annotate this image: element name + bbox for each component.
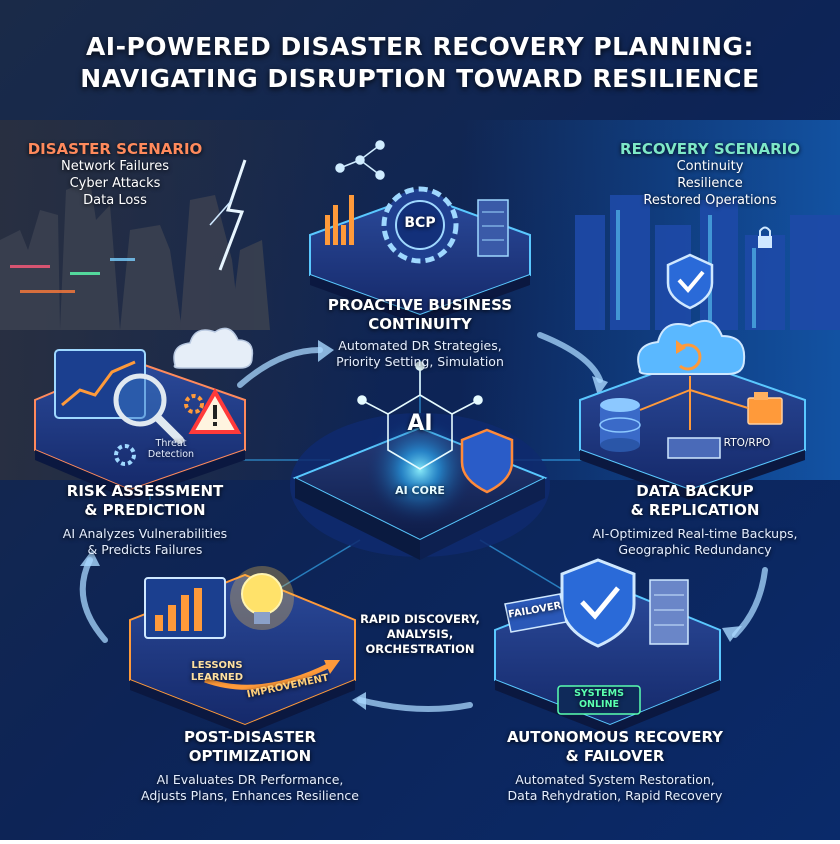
recovery-scenario-heading: RECOVERY SCENARIO bbox=[620, 140, 800, 158]
bar-chart-board-icon bbox=[144, 577, 226, 639]
title-line-1: AI-POWERED DISASTER RECOVERY PLANNING: bbox=[85, 32, 755, 61]
improvement-arrow bbox=[204, 662, 332, 690]
network-nodes-icon bbox=[335, 140, 385, 180]
bcp-badge: BCP bbox=[404, 215, 436, 231]
shield-circuit-icon bbox=[460, 428, 514, 494]
stage-desc: Automated DR Strategies, bbox=[338, 338, 502, 353]
gear-icon bbox=[381, 186, 459, 264]
warning-icon bbox=[188, 387, 242, 434]
stage-desc: Automated System Restoration, bbox=[515, 772, 715, 787]
continuity-stage: PROACTIVE BUSINESS CONTINUITY Automated … bbox=[290, 296, 550, 370]
sync-cloud-icon bbox=[637, 319, 746, 375]
failover-tag bbox=[504, 593, 567, 633]
folder-icon bbox=[747, 392, 783, 425]
magnifier-icon bbox=[113, 373, 184, 444]
stage-desc: AI Evaluates DR Performance, bbox=[156, 772, 344, 787]
disaster-scenario-heading: DISASTER SCENARIO bbox=[27, 140, 203, 158]
stage-heading: POST-DISASTER bbox=[183, 728, 317, 746]
disaster-item: Data Loss bbox=[83, 193, 147, 208]
disaster-item: Cyber Attacks bbox=[69, 176, 161, 191]
caption-line: ANALYSIS, bbox=[386, 627, 454, 641]
stage-heading: & PREDICTION bbox=[84, 501, 206, 519]
caption-line: RAPID DISCOVERY, bbox=[360, 612, 480, 626]
stage-desc: Priority Setting, Simulation bbox=[336, 354, 504, 369]
small-gear-icon bbox=[114, 394, 204, 466]
rto-rpo-badge: RTO/RPO bbox=[723, 437, 771, 449]
recovery-item: Restored Operations bbox=[643, 193, 777, 208]
recovery-item: Continuity bbox=[676, 159, 744, 174]
risk-stage: RISK ASSESSMENT & PREDICTION AI Analyzes… bbox=[20, 482, 270, 558]
database-icon bbox=[599, 398, 641, 452]
recovery-item: Resilience bbox=[677, 176, 743, 191]
center-caption: RAPID DISCOVERY, ANALYSIS, ORCHESTRATION bbox=[335, 612, 505, 657]
recovery-scenario: RECOVERY SCENARIO Continuity Resilience … bbox=[605, 140, 815, 209]
systems-online-tag bbox=[557, 685, 641, 715]
stage-heading: & FAILOVER bbox=[565, 747, 665, 765]
recovery-stage: AUTONOMOUS RECOVERY & FAILOVER Automated… bbox=[470, 728, 760, 804]
stage-heading: & REPLICATION bbox=[630, 501, 760, 519]
disaster-item: Network Failures bbox=[61, 159, 169, 174]
stage-desc: Data Rehydration, Rapid Recovery bbox=[507, 788, 723, 803]
threat-detection-badge: Threat Detection bbox=[147, 438, 195, 460]
stage-heading: DATA BACKUP bbox=[636, 482, 754, 500]
disaster-scenario: DISASTER SCENARIO Network Failures Cyber… bbox=[20, 140, 210, 209]
stage-desc: AI-Optimized Real-time Backups, bbox=[592, 526, 798, 541]
stage-heading: OPTIMIZATION bbox=[188, 747, 312, 765]
stage-desc: Geographic Redundancy bbox=[618, 542, 772, 557]
stage-heading: CONTINUITY bbox=[368, 315, 472, 333]
systems-online-badge: SYSTEMS ONLINE bbox=[574, 688, 624, 710]
ai-core-label: AI CORE bbox=[395, 484, 445, 497]
ai-node-network-icon bbox=[357, 361, 483, 470]
stage-desc: AI Analyzes Vulnerabilities bbox=[62, 526, 228, 541]
server-icon-backup bbox=[667, 437, 721, 459]
server-rack-icon bbox=[649, 579, 689, 645]
padlock-icon bbox=[758, 226, 772, 248]
server-icon bbox=[477, 199, 509, 257]
stage-heading: PROACTIVE BUSINESS bbox=[327, 296, 513, 314]
lessons-learned-badge: LESSONS LEARNED bbox=[190, 660, 244, 683]
lightbulb-icon bbox=[230, 566, 294, 630]
lightning-icon bbox=[218, 159, 247, 271]
stage-desc: Adjusts Plans, Enhances Resilience bbox=[141, 788, 359, 803]
city-shield-icon bbox=[666, 253, 714, 310]
stage-heading: RISK ASSESSMENT bbox=[66, 482, 224, 500]
stage-desc: & Predicts Failures bbox=[87, 542, 203, 557]
backup-stage: DATA BACKUP & REPLICATION AI-Optimized R… bbox=[565, 482, 825, 558]
ai-label: AI bbox=[407, 411, 433, 436]
title-line-2: NAVIGATING DISRUPTION TOWARD RESILIENCE bbox=[80, 64, 760, 93]
optimization-stage: POST-DISASTER OPTIMIZATION AI Evaluates … bbox=[105, 728, 395, 804]
stage-heading: AUTONOMOUS RECOVERY bbox=[506, 728, 724, 746]
caption-line: ORCHESTRATION bbox=[365, 642, 475, 656]
bar-chart-icon bbox=[325, 195, 354, 245]
cloud-icon bbox=[173, 327, 254, 369]
